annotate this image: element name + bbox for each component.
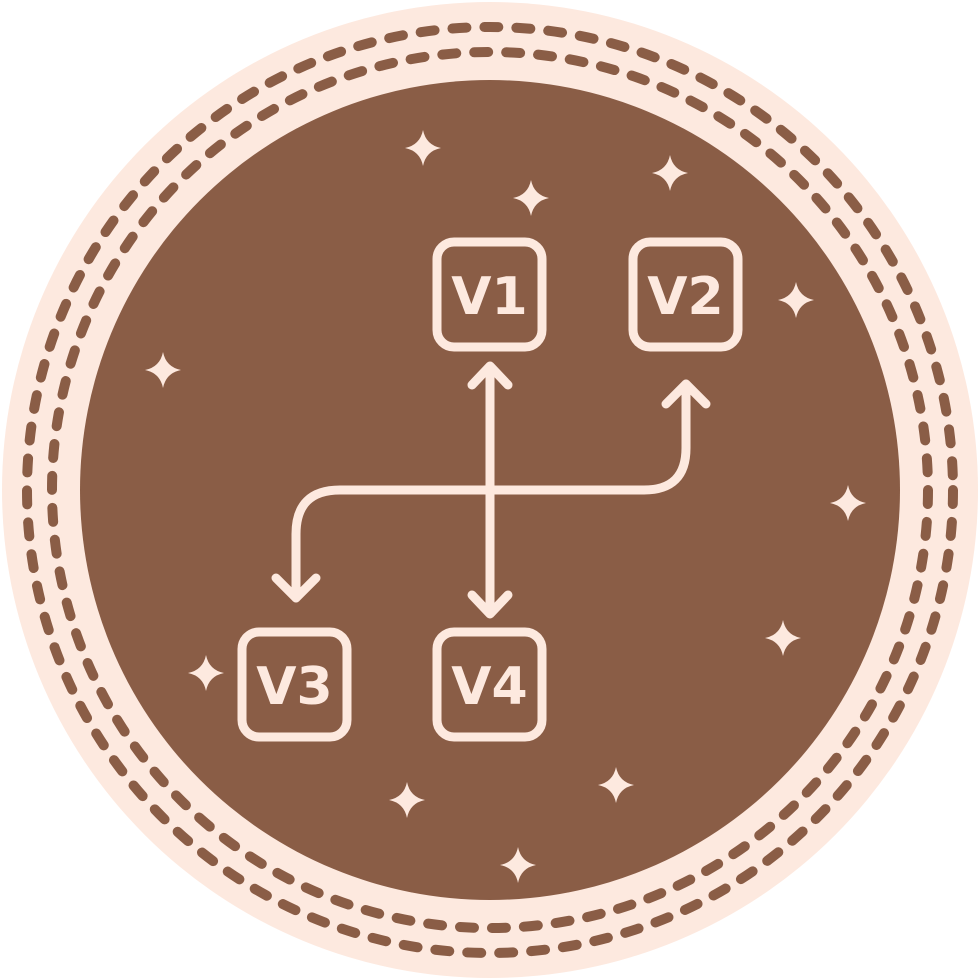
sparkle-icon: [765, 620, 801, 656]
dashed-ring-outer: [22, 22, 958, 958]
sparkle-icon: [513, 180, 549, 216]
box-v2-frame: [628, 237, 743, 352]
box-v3: V3: [237, 627, 352, 742]
v4-arrowhead: [467, 590, 513, 619]
sparkle-icon: [830, 485, 866, 521]
v2-v3-path: [291, 379, 691, 603]
dashed-ring-inner: [47, 47, 933, 933]
v2-arrowhead: [661, 379, 711, 409]
sparkle-icon: [188, 655, 224, 691]
v1-arrowhead: [467, 361, 513, 390]
box-v1: V1: [432, 237, 547, 352]
box-v1-label: V1: [451, 267, 527, 327]
box-v4: V4: [432, 627, 547, 742]
sparkle-icon: [778, 282, 814, 318]
box-v3-label: V3: [256, 657, 332, 717]
sparkle-icon: [405, 130, 441, 166]
sparkle-icon: [500, 847, 536, 883]
box-v2: V2: [628, 237, 743, 352]
sparkle-icon: [598, 767, 634, 803]
box-v1-frame: [432, 237, 547, 352]
sparkle-icon: [389, 782, 425, 818]
box-v3-frame: [237, 627, 352, 742]
sparkle-icon: [652, 155, 688, 191]
sparkle-icons: [145, 130, 866, 883]
box-v4-label: V4: [451, 657, 527, 717]
sparkle-icon: [145, 352, 181, 388]
bent-arrow-icon: [271, 379, 711, 603]
v3-arrowhead: [271, 573, 321, 603]
box-v4-frame: [432, 627, 547, 742]
box-v2-label: V2: [647, 267, 723, 327]
